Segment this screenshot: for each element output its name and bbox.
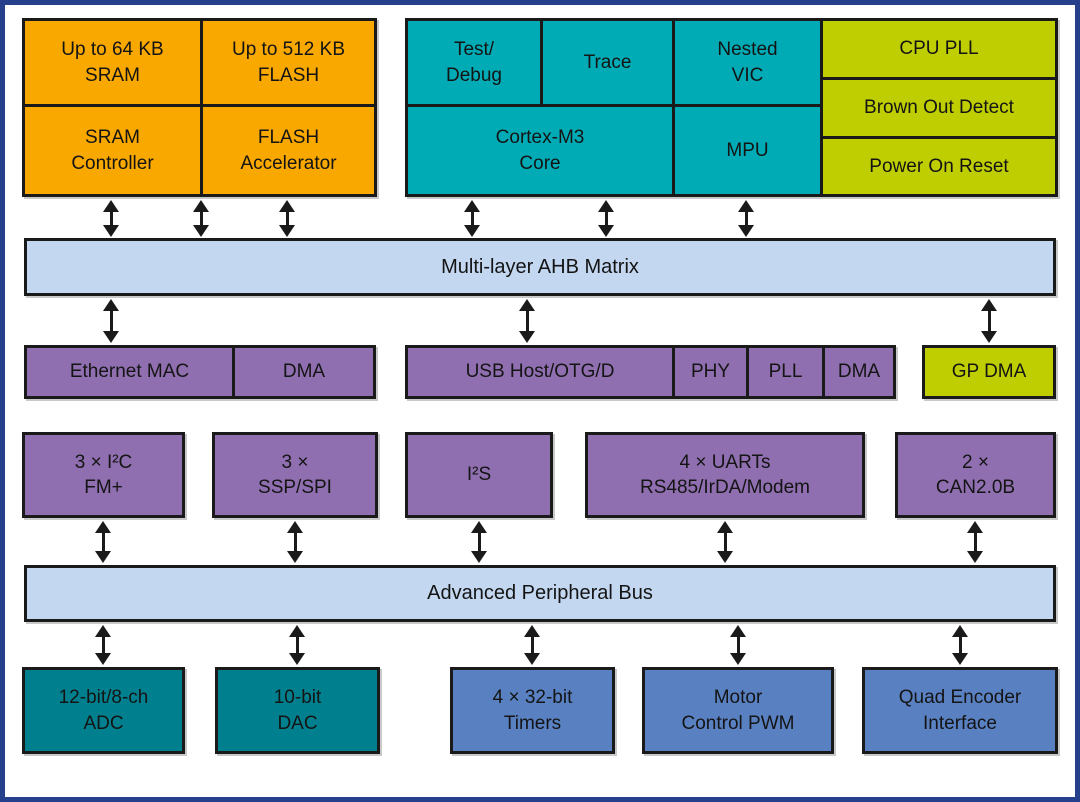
cpu-pll-block: CPU PLL — [820, 18, 1058, 80]
trace-block: Trace — [540, 18, 675, 107]
sram-controller-block: SRAM Controller — [22, 104, 203, 197]
double-arrow-icon — [967, 521, 983, 563]
flash-block: Up to 512 KB FLASH — [200, 18, 377, 107]
double-arrow-icon — [471, 521, 487, 563]
double-arrow-icon — [717, 521, 733, 563]
double-arrow-icon — [279, 200, 295, 237]
double-arrow-icon — [524, 625, 540, 665]
uarts-block: 4 × UARTs RS485/IrDA/Modem — [585, 432, 865, 518]
apb-bus: Advanced Peripheral Bus — [24, 565, 1056, 622]
usb-phy-block: PHY — [672, 345, 749, 399]
double-arrow-icon — [464, 200, 480, 237]
double-arrow-icon — [738, 200, 754, 237]
cortex-m3-core-block: Cortex-M3 Core — [405, 104, 675, 197]
double-arrow-icon — [981, 299, 997, 343]
motor-control-pwm-block: Motor Control PWM — [642, 667, 834, 754]
quad-encoder-block: Quad Encoder Interface — [862, 667, 1058, 754]
ethernet-mac-block: Ethernet MAC — [24, 345, 235, 399]
ethernet-dma-block: DMA — [232, 345, 376, 399]
double-arrow-icon — [287, 521, 303, 563]
double-arrow-icon — [103, 299, 119, 343]
brown-out-detect-block: Brown Out Detect — [820, 77, 1058, 139]
ahb-matrix-bus: Multi-layer AHB Matrix — [24, 238, 1056, 296]
double-arrow-icon — [95, 625, 111, 665]
usb-pll-block: PLL — [746, 345, 825, 399]
i2s-block: I²S — [405, 432, 553, 518]
double-arrow-icon — [730, 625, 746, 665]
ssp-spi-block: 3 × SSP/SPI — [212, 432, 378, 518]
mpu-block: MPU — [672, 104, 823, 197]
double-arrow-icon — [95, 521, 111, 563]
can-block: 2 × CAN2.0B — [895, 432, 1056, 518]
double-arrow-icon — [952, 625, 968, 665]
usb-dma-block: DMA — [822, 345, 896, 399]
double-arrow-icon — [519, 299, 535, 343]
dac-block: 10-bit DAC — [215, 667, 380, 754]
i2c-block: 3 × I²C FM+ — [22, 432, 185, 518]
flash-accelerator-block: FLASH Accelerator — [200, 104, 377, 197]
nested-vic-block: Nested VIC — [672, 18, 823, 107]
sram-block: Up to 64 KB SRAM — [22, 18, 203, 107]
adc-block: 12-bit/8-ch ADC — [22, 667, 185, 754]
test-debug-block: Test/ Debug — [405, 18, 543, 107]
power-on-reset-block: Power On Reset — [820, 136, 1058, 197]
double-arrow-icon — [103, 200, 119, 237]
double-arrow-icon — [193, 200, 209, 237]
usb-host-block: USB Host/OTG/D — [405, 345, 675, 399]
gp-dma-block: GP DMA — [922, 345, 1056, 399]
double-arrow-icon — [598, 200, 614, 237]
timers-block: 4 × 32-bit Timers — [450, 667, 615, 754]
double-arrow-icon — [289, 625, 305, 665]
